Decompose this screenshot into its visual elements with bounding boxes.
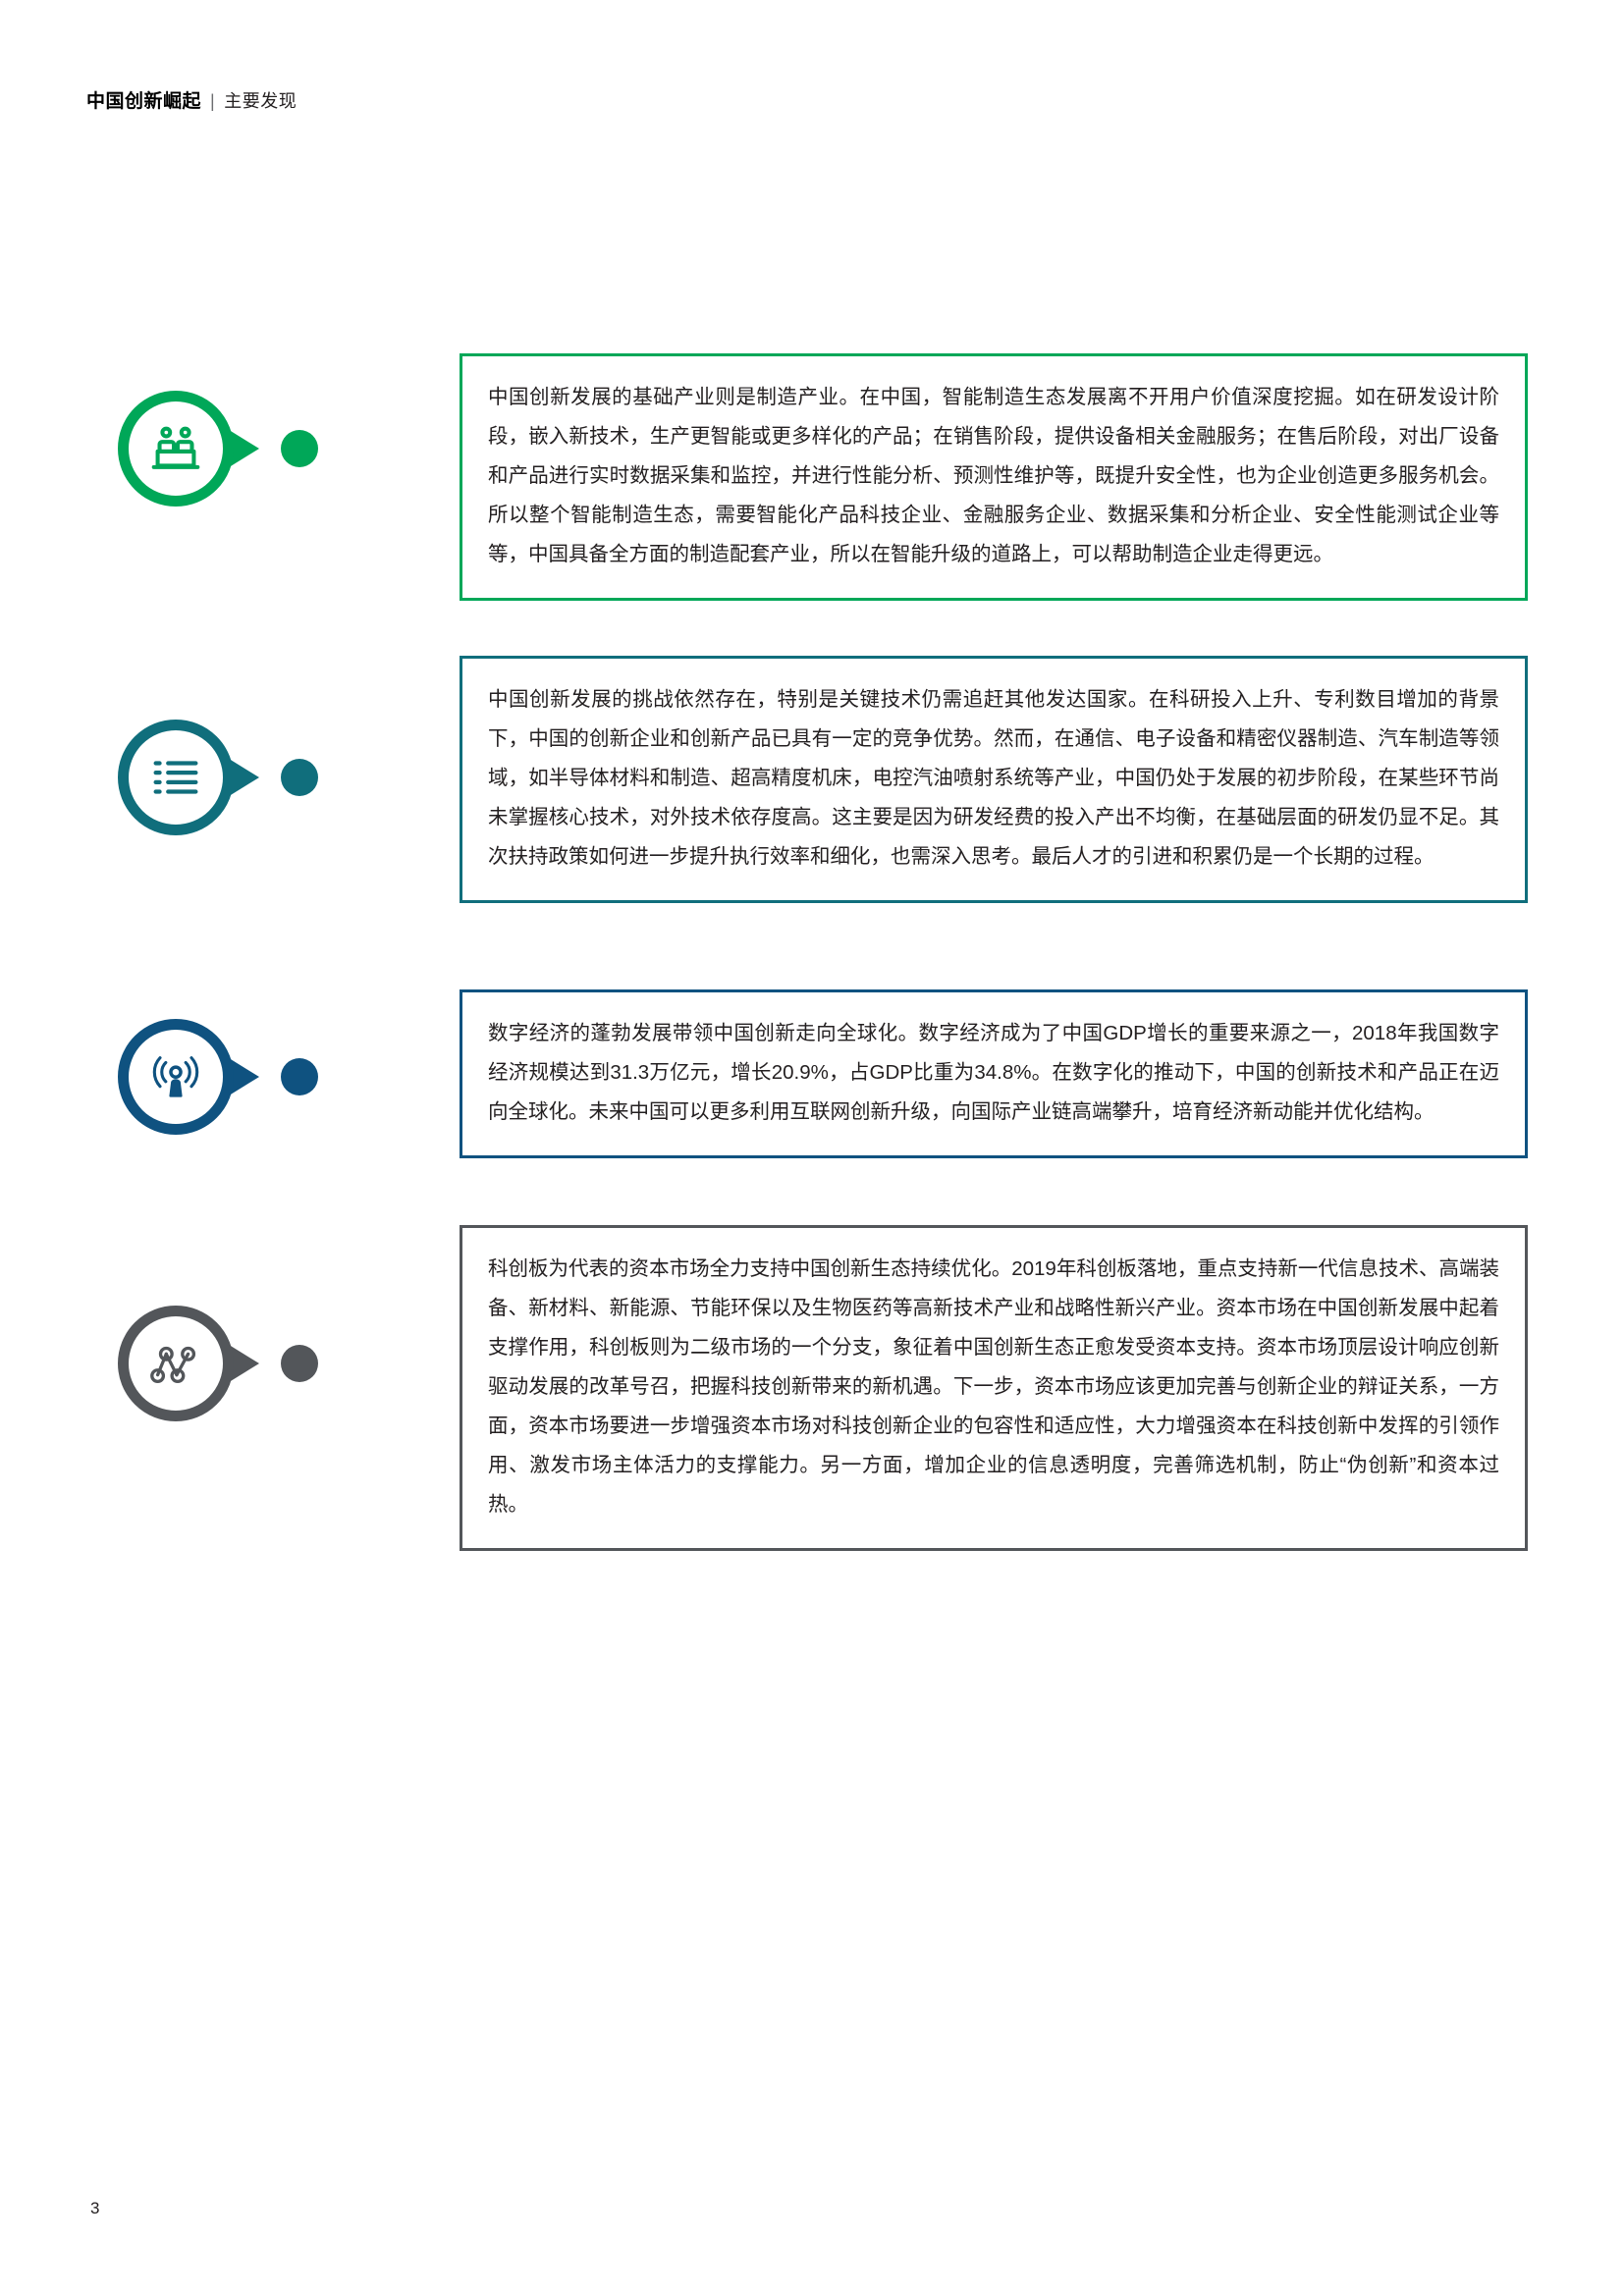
marker-manufacturing bbox=[118, 391, 442, 507]
text-card-digital-economy: 数字经济的蓬勃发展带领中国创新走向全球化。数字经济成为了中国GDP增长的重要来源… bbox=[460, 989, 1528, 1158]
finding-block-challenges: 中国创新发展的挑战依然存在，特别是关键技术仍需追赶其他发达国家。在科研投入上升、… bbox=[0, 0, 1624, 903]
icon-ring-factory bbox=[118, 391, 234, 507]
accent-dot bbox=[281, 1058, 318, 1095]
icon-ring-list bbox=[118, 720, 234, 835]
header-separator: | bbox=[210, 91, 216, 111]
network-nodes-icon bbox=[145, 1333, 206, 1394]
section-title: 主要发现 bbox=[224, 91, 298, 111]
page-header: 中国创新崛起 | 主要发现 bbox=[86, 86, 297, 113]
marker-challenges bbox=[118, 720, 442, 835]
text-card-manufacturing: 中国创新发展的基础产业则是制造产业。在中国，智能制造生态发展离不开用户价值深度挖… bbox=[460, 353, 1528, 601]
accent-dot bbox=[281, 759, 318, 796]
finding-block-capital-market: 科创板为代表的资本市场全力支持中国创新生态持续优化。2019年科创板落地，重点支… bbox=[0, 0, 1624, 1551]
text-card-capital-market: 科创板为代表的资本市场全力支持中国创新生态持续优化。2019年科创板落地，重点支… bbox=[460, 1225, 1528, 1551]
marker-capital-market bbox=[118, 1306, 442, 1421]
finding-text-manufacturing: 中国创新发展的基础产业则是制造产业。在中国，智能制造生态发展离不开用户价值深度挖… bbox=[488, 386, 1499, 565]
page-number: 3 bbox=[90, 2199, 100, 2217]
accent-dot bbox=[281, 430, 318, 467]
finding-block-manufacturing: 中国创新发展的基础产业则是制造产业。在中国，智能制造生态发展离不开用户价值深度挖… bbox=[0, 0, 1624, 601]
broadcast-icon bbox=[145, 1046, 206, 1107]
icon-ring-network bbox=[118, 1306, 234, 1421]
finding-text-digital-economy: 数字经济的蓬勃发展带领中国创新走向全球化。数字经济成为了中国GDP增长的重要来源… bbox=[488, 1022, 1499, 1123]
text-card-challenges: 中国创新发展的挑战依然存在，特别是关键技术仍需追赶其他发达国家。在科研投入上升、… bbox=[460, 656, 1528, 903]
list-icon bbox=[145, 747, 206, 808]
factory-icon bbox=[145, 418, 206, 479]
accent-dot bbox=[281, 1345, 318, 1382]
finding-text-capital-market: 科创板为代表的资本市场全力支持中国创新生态持续优化。2019年科创板落地，重点支… bbox=[488, 1257, 1499, 1516]
document-title: 中国创新崛起 bbox=[86, 91, 202, 112]
icon-ring-broadcast bbox=[118, 1019, 234, 1135]
finding-text-challenges: 中国创新发展的挑战依然存在，特别是关键技术仍需追赶其他发达国家。在科研投入上升、… bbox=[488, 688, 1499, 868]
finding-block-digital-economy: 数字经济的蓬勃发展带领中国创新走向全球化。数字经济成为了中国GDP增长的重要来源… bbox=[0, 0, 1624, 1158]
marker-digital-economy bbox=[118, 1019, 442, 1135]
